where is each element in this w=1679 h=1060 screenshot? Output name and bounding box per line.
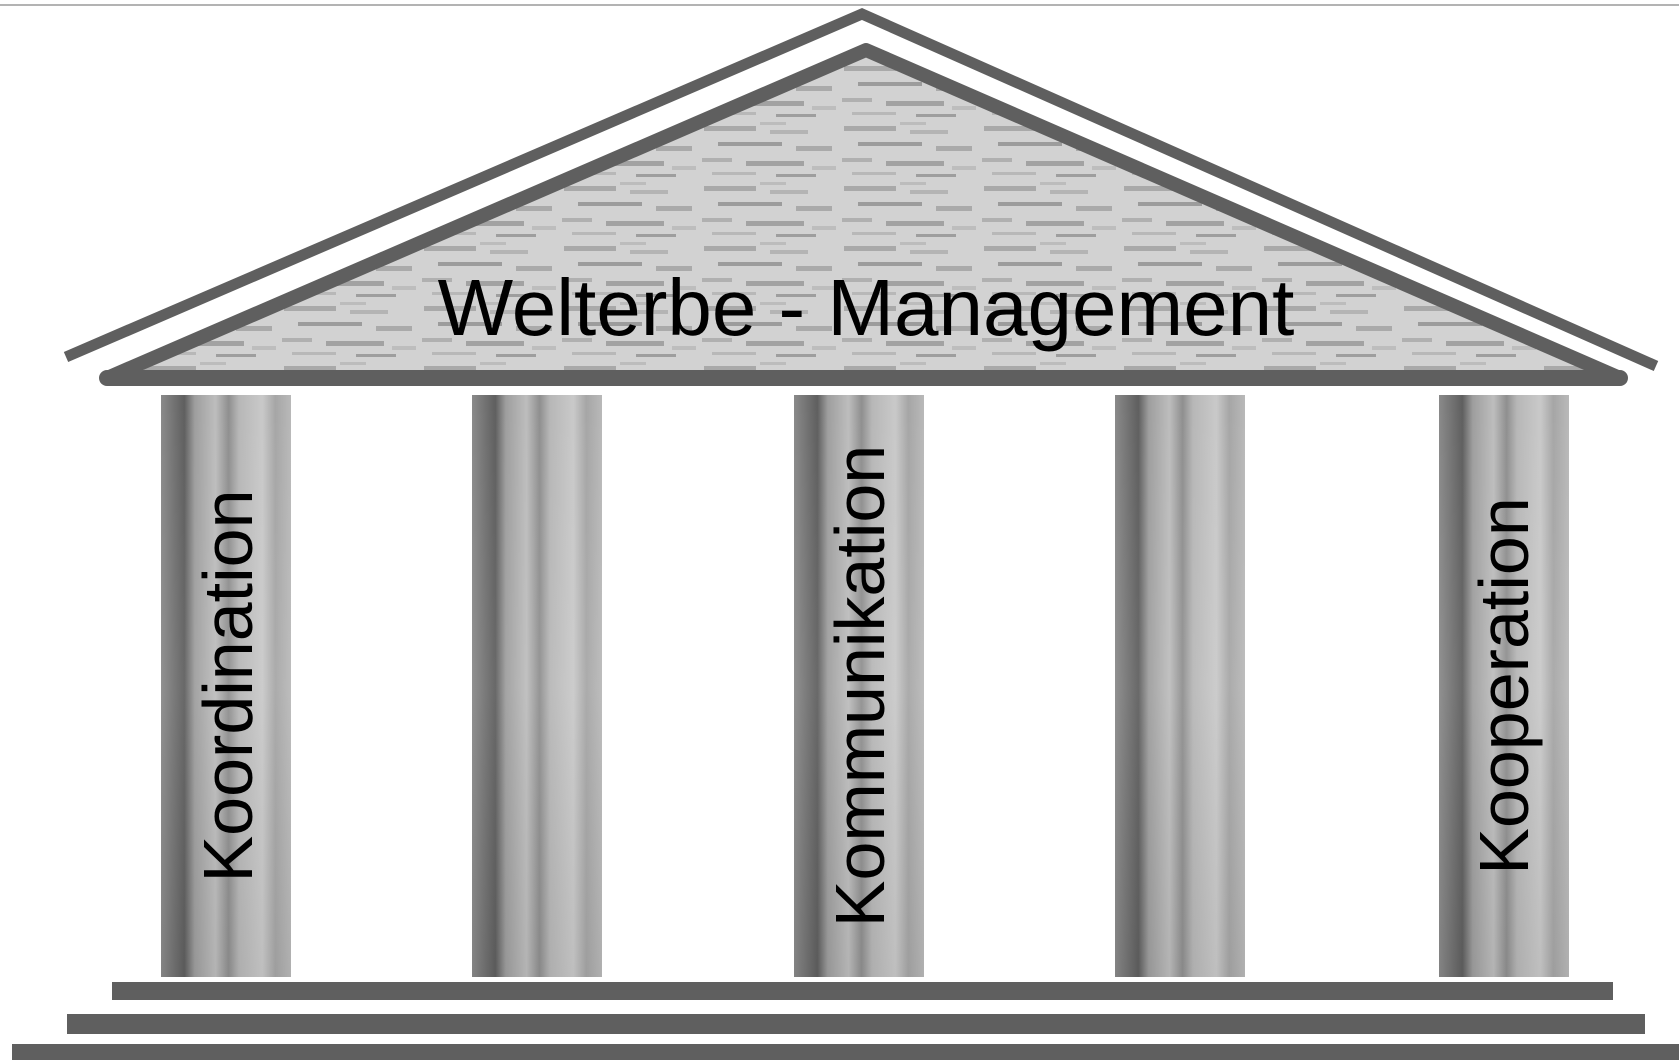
pillar-3: Kommunikation xyxy=(794,395,924,977)
pillar-label-kommunikation: Kommunikation xyxy=(821,445,899,927)
column-shading xyxy=(1115,395,1245,977)
pillar-label-kooperation: Kooperation xyxy=(1465,497,1543,875)
pillar-label-koordination: Koordination xyxy=(189,489,267,882)
column-shading xyxy=(472,395,602,977)
column-shading xyxy=(794,395,924,977)
pillar-2 xyxy=(472,395,602,977)
column-shading xyxy=(1439,395,1569,977)
roof-outer-line xyxy=(63,7,1659,372)
base-step-middle xyxy=(67,1014,1645,1034)
pediment-title: Welterbe - Management xyxy=(438,263,1295,352)
column-shading xyxy=(161,395,291,977)
base-step-top xyxy=(112,982,1613,1000)
base-step-bottom xyxy=(12,1044,1679,1060)
pillar-1: Koordination xyxy=(161,395,291,977)
pillar-4 xyxy=(1115,395,1245,977)
pillar-5: Kooperation xyxy=(1439,395,1569,977)
